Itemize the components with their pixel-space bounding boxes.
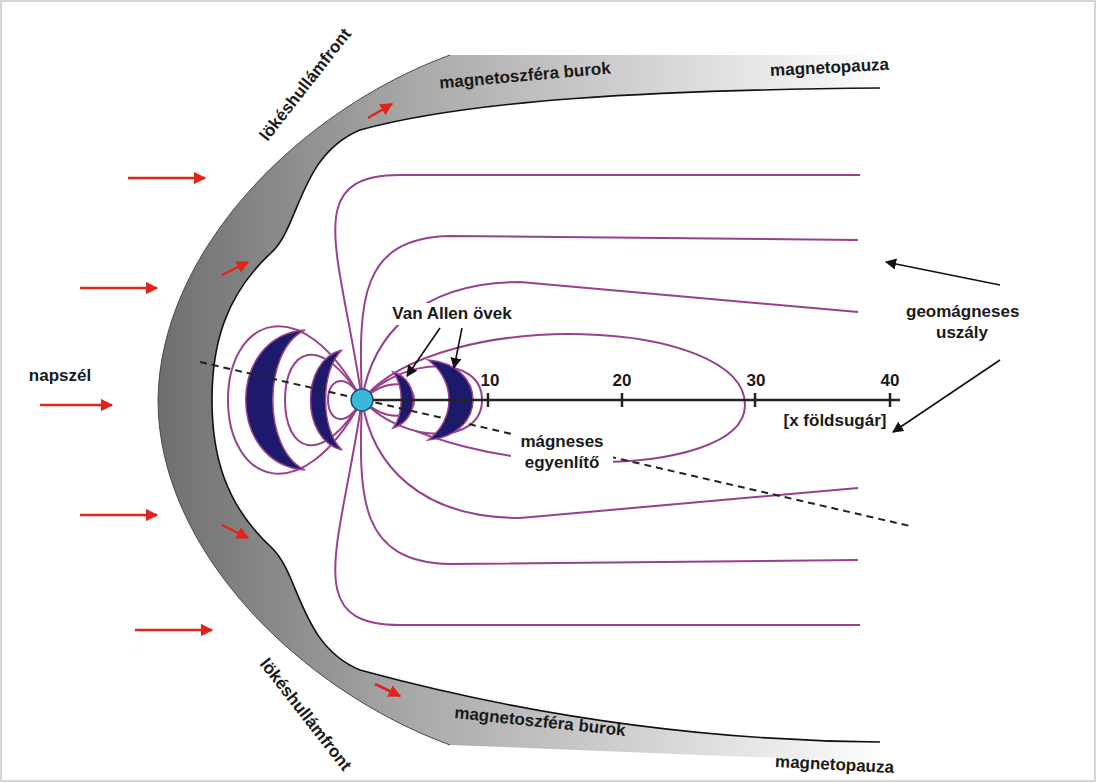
axis-unit: [x földsugár] xyxy=(781,410,890,431)
solar-wind-label: napszél xyxy=(29,365,91,386)
magnetosheath-band xyxy=(158,55,880,762)
equator-label: mágneses egyenlítő xyxy=(511,431,613,474)
leader-arrows xyxy=(407,262,1000,432)
magnetic-equator-line xyxy=(200,362,910,526)
axis-number: 30 xyxy=(747,370,766,391)
distance-axis xyxy=(362,393,900,407)
earth xyxy=(351,389,373,411)
axis-number: 20 xyxy=(613,370,632,391)
axis-number: 10 xyxy=(481,370,500,391)
belt-label: Van Allen övek xyxy=(389,303,514,324)
magnetopause-label: magnetopauza xyxy=(775,751,895,778)
axis-number: 40 xyxy=(881,370,900,391)
solar-wind-arrows xyxy=(40,104,400,696)
tail-label: geomágneses uszály xyxy=(906,301,1018,344)
